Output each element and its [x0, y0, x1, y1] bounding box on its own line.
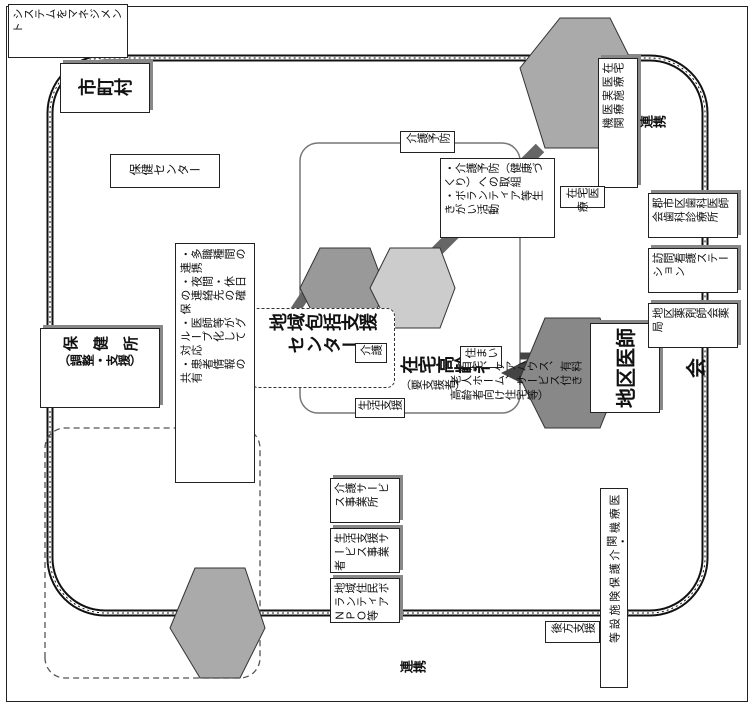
- coordination-notes-box: ・多職種間の連携 ・夜間・休日の連絡先の確保 ・医師等がグループ化して対応 ・患…: [175, 243, 255, 483]
- prevention-tag: 介護予防: [400, 131, 455, 153]
- life-support-tag: 生活支援: [355, 398, 405, 418]
- provider-box: 地区薬剤師会薬局: [648, 303, 738, 348]
- note-item: ・患者情報の共有: [180, 358, 246, 385]
- life-support-tag-text: 生活支援: [358, 399, 402, 412]
- health-center-label: 保健センター: [129, 163, 201, 177]
- prevention-line: ・ボランティア等生: [444, 189, 543, 203]
- service-box: 介護サービス事業所: [330, 478, 400, 523]
- note-item: ・夜間・休日の連絡先の確保: [180, 275, 246, 317]
- prevention-line: くり）への取組: [444, 175, 521, 189]
- service-label: 生活支援サービス事業者: [334, 532, 389, 573]
- home-medical-tag: 在宅医療: [560, 186, 605, 214]
- system-management-note-text: システムをマネジメント: [12, 8, 122, 35]
- provider-box: 訪問看護ステーション: [648, 248, 738, 293]
- provider-label: 地区薬剤師会薬局: [652, 307, 729, 334]
- provider-label: 在宅医療実施医療機関: [602, 62, 624, 130]
- service-box: 地域住民ボランティアＮＰＯ等: [330, 578, 400, 623]
- support-center-line1: 地域包括支援: [268, 313, 377, 334]
- housing-tag-text: 住まい: [464, 347, 498, 360]
- prevention-line: ・介護予防（健康づ: [444, 162, 543, 175]
- health-center-box: 保健センター: [110, 154, 220, 188]
- service-box: 生活支援サービス事業者: [330, 528, 400, 573]
- service-label: 地域住民ボランティアＮＰＯ等: [334, 582, 389, 623]
- public-health-center-sub: （調整・支援）: [58, 353, 142, 368]
- provider-box: 在宅医療実施医療機関: [598, 58, 638, 188]
- housing-list: （自宅、ケアハウス、有料 老人ホーム、サービス付き 高齢者向け住宅等）: [450, 360, 582, 403]
- hospital-label-box: 医療機関・介護保険施設等: [600, 488, 628, 688]
- backup-support-tag: 後方支援: [545, 621, 600, 643]
- note-item: ・多職種間の連携: [180, 248, 246, 275]
- housing-line: 老人ホーム、サービス付き: [450, 374, 582, 388]
- hospital-label: 医療機関・介護保険施設等: [606, 494, 628, 645]
- city-title: 市町村: [78, 78, 132, 99]
- prevention-box: ・介護予防（健康づ くり）への取組 ・ボランティア等生 きがい活動: [440, 158, 555, 238]
- care-tag: 介護: [355, 343, 387, 363]
- public-health-center-box: 保 健 所 （調整・支援）: [40, 328, 160, 408]
- provider-box: 郡市区歯科医師会歯科診療所: [648, 193, 738, 238]
- provider-label: 郡市区歯科医師会歯科診療所: [652, 197, 729, 224]
- city-box: 市町村: [60, 63, 150, 113]
- public-health-center-title: 保 健 所: [62, 335, 138, 353]
- housing-line: 高齢者向け住宅等）: [450, 388, 549, 402]
- provider-label: 訪問看護ステーション: [652, 252, 729, 279]
- care-tag-text: 介護: [360, 344, 382, 357]
- note-item: ・医師等がグループ化して対応: [180, 316, 246, 358]
- housing-line: （自宅、ケアハウス、有料: [450, 360, 582, 374]
- system-management-note: システムをマネジメント: [8, 4, 128, 58]
- backup-support-tag-text: 後方支援: [550, 622, 595, 635]
- prevention-line: きがい活動: [444, 203, 499, 217]
- service-label: 介護サービス事業所: [334, 482, 389, 509]
- renkei-label-right: 連携: [640, 116, 666, 132]
- renkei-label-left: 連携: [400, 661, 426, 677]
- prevention-tag-text: 介護予防: [405, 132, 450, 145]
